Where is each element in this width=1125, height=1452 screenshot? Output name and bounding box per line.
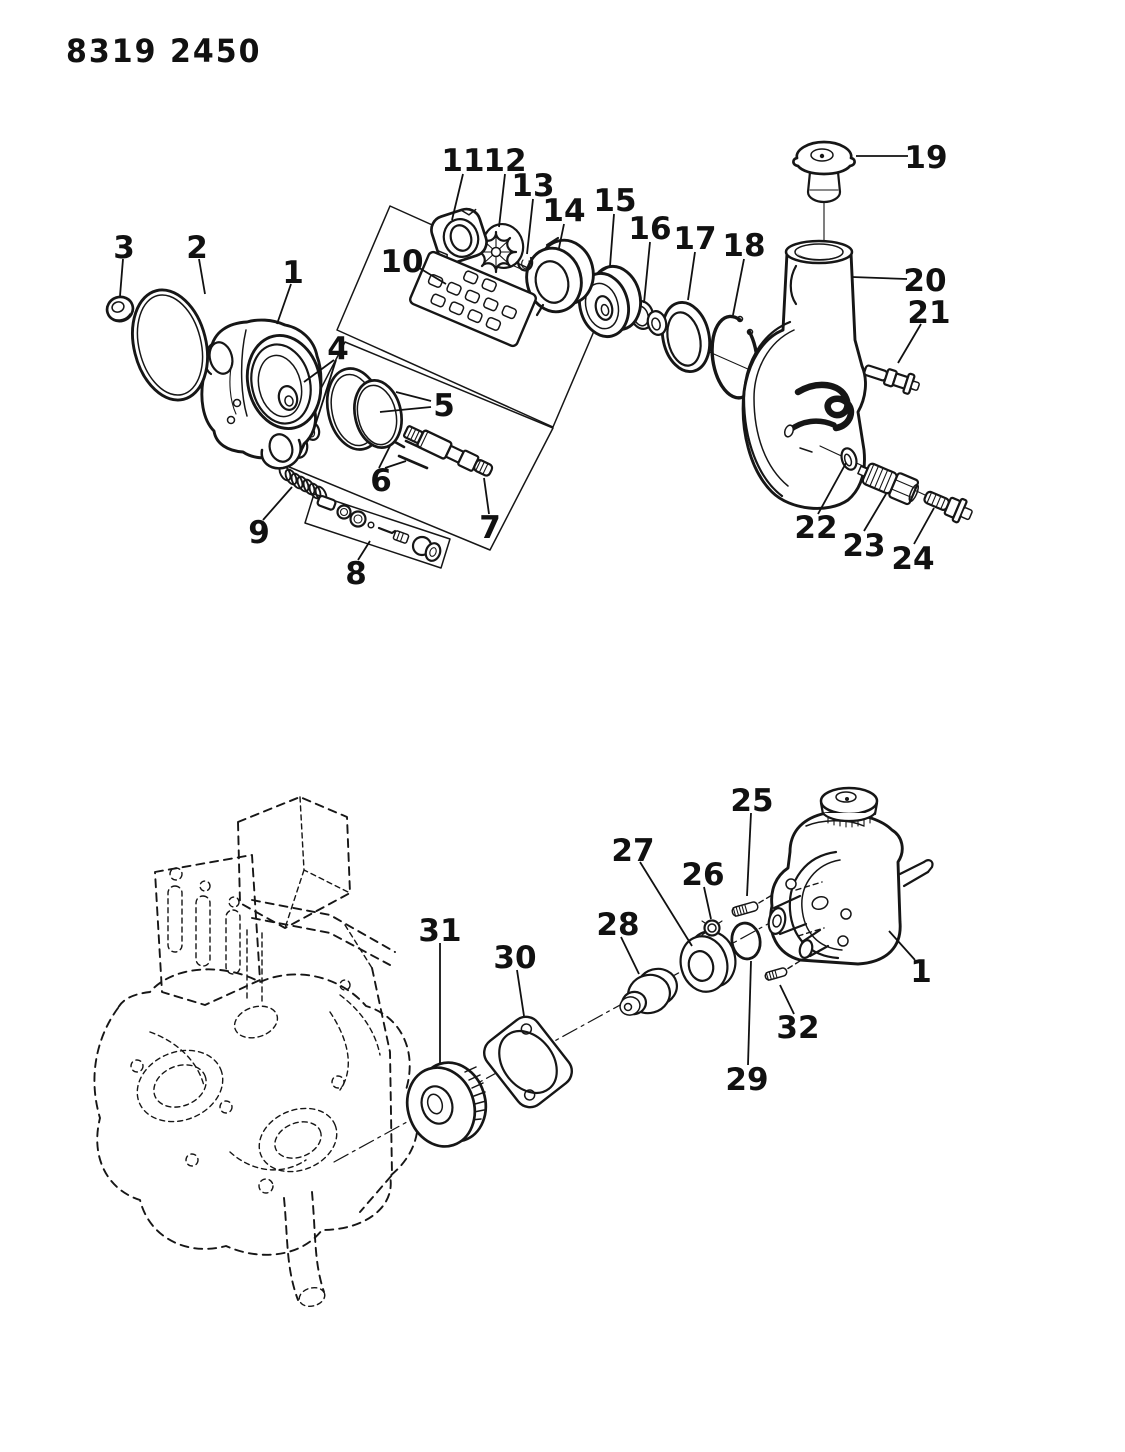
leader-line-5 (379, 406, 432, 413)
seal-ring-17 (660, 300, 712, 374)
leader-line-32 (779, 984, 795, 1015)
leader-line-6 (384, 460, 407, 469)
leader-line-1 (276, 283, 292, 325)
bottom-installation-view (93, 786, 934, 1308)
leader-line-25 (746, 812, 752, 897)
callout-label-23: 23 (842, 528, 885, 564)
callout-label-14: 14 (542, 193, 585, 229)
leader-line-4 (303, 359, 335, 383)
leader-line-14 (558, 223, 565, 249)
coupling-28 (619, 967, 678, 1016)
leader-line-15 (609, 213, 615, 267)
leader-line-6 (378, 445, 391, 469)
callout-label-9: 9 (248, 515, 270, 551)
callout-label-6: 6 (370, 463, 392, 499)
callout-label-10: 10 (380, 244, 423, 280)
bolt-21 (863, 364, 920, 395)
reservoir-cap-19 (792, 140, 856, 204)
callout-label-24: 24 (891, 541, 934, 577)
shaft-seal-3 (105, 295, 135, 323)
leader-line-11 (451, 173, 464, 221)
leader-line-26 (703, 886, 712, 920)
valve-kit-8 (304, 493, 451, 569)
leader-line-13 (526, 198, 534, 255)
stud-25 (731, 894, 773, 917)
callout-label-31: 31 (418, 913, 461, 949)
callout-label-12: 12 (483, 143, 526, 179)
callout-label-20: 20 (903, 263, 946, 299)
leader-line-4 (314, 359, 337, 427)
callout-label-15: 15 (593, 183, 636, 219)
leader-line-17 (687, 251, 696, 301)
leader-line-2 (198, 258, 206, 295)
callout-label-25: 25 (730, 783, 773, 819)
callout-label-27: 27 (611, 833, 654, 869)
gasket-plate-30 (483, 1015, 573, 1109)
leader-line-5 (395, 391, 432, 402)
vane-plate-10 (409, 250, 537, 348)
leader-line-12 (498, 173, 506, 228)
leader-line-9 (262, 486, 293, 521)
callout-label-18: 18 (722, 228, 765, 264)
cam-ring-14 (525, 236, 595, 317)
callout-label-1: 1 (282, 255, 304, 291)
callout-label-29: 29 (725, 1062, 768, 1098)
callout-label-1: 1 (910, 954, 932, 990)
large-o-ring-2 (131, 288, 209, 402)
pump-assembly-1 (767, 786, 934, 966)
top-exploded-view (105, 140, 973, 569)
seal-washer-27 (679, 930, 737, 993)
leader-line-7 (483, 477, 490, 515)
pressure-plate-11 (430, 207, 488, 265)
o-ring-29 (730, 921, 762, 961)
callout-label-11: 11 (441, 143, 484, 179)
stud-32 (764, 960, 802, 981)
drive-gear-31 (405, 1061, 488, 1148)
reservoir-housing-20 (741, 202, 867, 510)
leader-line-8 (357, 540, 371, 561)
bolt-24 (923, 490, 973, 524)
leader-line-29 (747, 960, 752, 1066)
leader-line-10 (415, 265, 447, 285)
callout-label-3: 3 (113, 230, 135, 266)
bearing-15 (578, 264, 642, 339)
callout-label-28: 28 (596, 907, 639, 943)
leader-line-28 (620, 936, 640, 975)
callout-label-22: 22 (794, 510, 837, 546)
callout-label-21: 21 (907, 295, 950, 331)
callout-label-4: 4 (327, 331, 349, 367)
callout-label-13: 13 (511, 168, 554, 204)
fitting-23 (857, 462, 920, 506)
callout-label-5: 5 (433, 388, 455, 424)
engine-phantom (93, 796, 419, 1308)
callout-label-32: 32 (776, 1010, 819, 1046)
leader-line-1 (888, 930, 916, 961)
callout-label-16: 16 (628, 211, 671, 247)
leader-line-21 (897, 323, 922, 364)
leader-line-30 (516, 969, 525, 1017)
leader-line-18 (732, 258, 745, 316)
callout-label-7: 7 (479, 510, 501, 546)
leader-line-22 (817, 462, 847, 515)
leader-line-27 (639, 861, 693, 947)
leader-line-24 (913, 507, 935, 545)
leader-line-16 (643, 241, 651, 304)
callout-label-2: 2 (186, 230, 208, 266)
leader-line-20 (851, 276, 908, 280)
nut-26 (701, 919, 723, 937)
leader-line-23 (863, 493, 887, 532)
o-rings-5 (325, 367, 403, 451)
callout-label-17: 17 (673, 221, 716, 257)
drive-shaft-7 (402, 425, 494, 477)
callout-label-8: 8 (345, 556, 367, 592)
callout-label-26: 26 (681, 857, 724, 893)
front-housing-1 (200, 318, 323, 470)
figure-number: 8319 2450 (66, 32, 262, 71)
leader-line-3 (119, 258, 124, 297)
callout-label-30: 30 (493, 940, 536, 976)
callout-label-19: 19 (904, 140, 947, 176)
